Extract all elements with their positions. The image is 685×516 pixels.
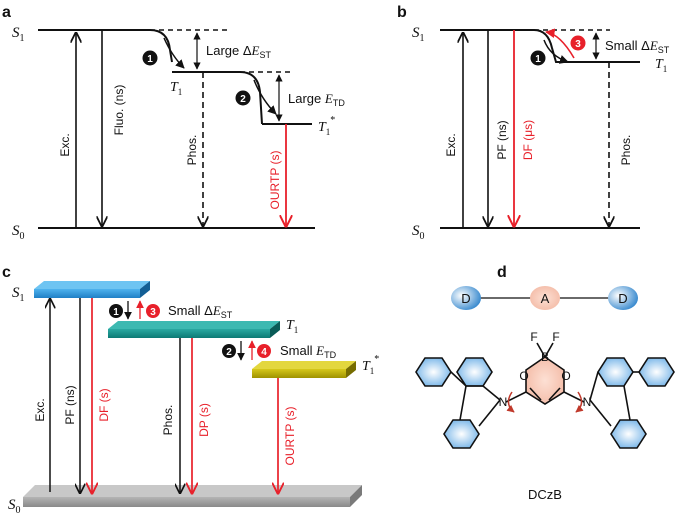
acceptor-node [530, 286, 560, 310]
a-step2-text: 2 [240, 94, 246, 105]
donor-right-text: D [618, 291, 627, 306]
right-rotation-arrow [575, 391, 584, 413]
atom-o2: O [561, 369, 570, 383]
panel-c-label: c [2, 264, 11, 281]
b-step3-text: 3 [575, 39, 581, 50]
c-step4-text: 4 [261, 347, 267, 358]
panel-b-label: b [397, 4, 407, 21]
a-phos-text: Phos. [185, 135, 199, 166]
a-s0-label: S0 [12, 223, 25, 242]
panel-c: c S1 S0 Exc. PF ( [2, 264, 379, 516]
b-phos-text: Phos. [619, 135, 633, 166]
a-fluo-text: Fluo. (ns) [112, 85, 126, 136]
b-t1-label: T1 [655, 57, 667, 74]
c-small-est: Small ΔEST [168, 303, 233, 320]
a-step1-text: 1 [147, 54, 153, 65]
b-step3-badge [570, 35, 586, 51]
panel-a-label: a [2, 4, 11, 21]
donor-left-text: D [461, 291, 470, 306]
b-pf-text: PF (ns) [495, 120, 509, 159]
a-step1-badge [142, 50, 158, 66]
c-t1star-slab [252, 361, 356, 378]
c-step3-badge [146, 304, 160, 318]
molecule-name: DCzB [528, 487, 562, 502]
c-step2-badge [222, 344, 236, 358]
b-isc-arrow [543, 39, 569, 64]
b-step1-text: 1 [535, 54, 541, 65]
b-exc-text: Exc. [444, 133, 458, 156]
atom-f1: F [530, 330, 537, 344]
a-s1-label: S1 [12, 25, 25, 44]
panel-b: b S1 S0 1 3 Small ΔEST T1 Exc. PF (ns) D… [397, 4, 670, 242]
c-exc-text: Exc. [33, 398, 47, 421]
b-df-text: DF (μs) [521, 120, 535, 160]
right-carbazole-top-ring [597, 357, 634, 387]
c-small-etd: Small ETD [280, 343, 337, 360]
panel-d-label: d [497, 264, 507, 281]
c-s1-label: S1 [12, 285, 25, 304]
c-step4-badge [257, 344, 271, 358]
atom-n2: N [583, 395, 592, 409]
donor-right-node [608, 286, 638, 310]
c-phos-text: Phos. [161, 405, 175, 436]
c-pf-text: PF (ns) [63, 385, 77, 424]
b-small-est: Small ΔEST [605, 38, 670, 55]
c-df-text: DF (s) [97, 388, 111, 421]
a-exc-text: Exc. [58, 133, 72, 156]
c-t1-slab [108, 321, 280, 338]
c-s1-slab [34, 281, 150, 298]
acceptor-text: A [541, 291, 550, 306]
panel-d: d D A D [415, 264, 675, 502]
a-large-etd: Large ETD [288, 91, 345, 108]
b-risc-arrow [545, 28, 575, 59]
acceptor-ring [525, 356, 565, 405]
a-large-est: Large ΔEST [206, 43, 272, 60]
right-carbazole-bottom-ring [610, 419, 647, 449]
c-step1-badge [109, 304, 123, 318]
dczb-molecule [415, 342, 675, 449]
a-ourtp-text: OURTP (s) [268, 151, 282, 210]
c-s0-label: S0 [8, 497, 21, 516]
a-isc-arrow [163, 37, 185, 69]
a-relax-arrow [253, 79, 277, 115]
left-rotation-arrow [506, 391, 515, 413]
b-s1-label: S1 [412, 25, 425, 44]
a-step2-badge [235, 90, 251, 106]
panel-a: a S1 S0 1 2 T1 T1* Large ΔEST Large ETD [2, 4, 345, 242]
atom-n1: N [499, 395, 508, 409]
left-carbazole-bottom-ring [443, 419, 480, 449]
donor-left-node [451, 286, 481, 310]
c-ourtp-text: OURTP (s) [283, 407, 297, 466]
a-t1star-label: T1* [318, 115, 335, 137]
atom-f2: F [552, 330, 559, 344]
b-step1-badge [530, 50, 546, 66]
c-step1-text: 1 [113, 307, 119, 318]
atom-b: B [541, 350, 549, 364]
c-t1-label: T1 [286, 318, 298, 335]
a-t1-label: T1 [170, 80, 182, 97]
b-s0-label: S0 [412, 223, 425, 242]
c-dp-text: DP (s) [197, 403, 211, 437]
c-t1star-label: T1* [362, 354, 379, 376]
c-step3-text: 3 [150, 307, 156, 318]
atom-o1: O [519, 369, 528, 383]
c-step2-text: 2 [226, 347, 232, 358]
